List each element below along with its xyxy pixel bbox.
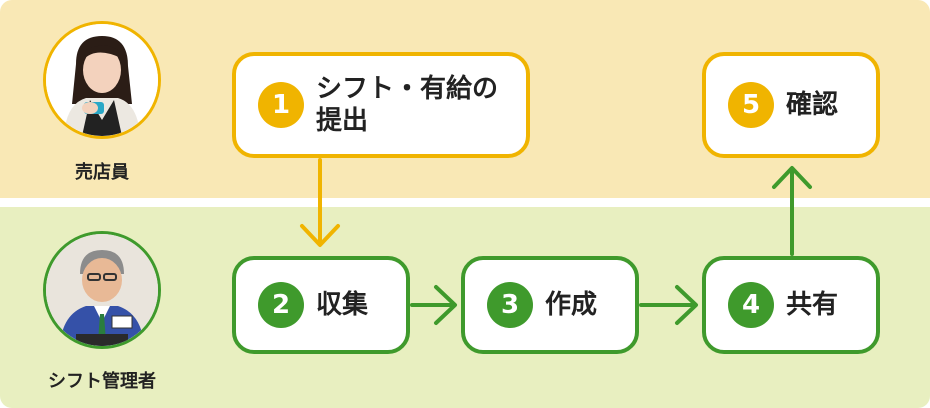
step-submit-shift-leave: 1 シフト・有給の提出 [232, 52, 530, 158]
step-label: 確認 [786, 89, 839, 120]
manager-avatar [43, 231, 161, 349]
arrow-1-to-2 [300, 158, 340, 247]
arrow-2-to-3 [410, 285, 457, 325]
step-number-badge: 1 [258, 82, 304, 128]
step-label: 作成 [545, 289, 598, 320]
step-number-badge: 3 [487, 282, 533, 328]
arrow-4-to-5 [772, 166, 812, 256]
step-label: 収集 [316, 289, 369, 320]
clerk-portrait-icon [46, 24, 158, 136]
clerk-avatar [43, 21, 161, 139]
step-number-badge: 4 [728, 282, 774, 328]
manager-portrait-icon [46, 234, 158, 346]
step-label: シフト・有給の提出 [316, 73, 499, 137]
step-share: 4 共有 [702, 256, 880, 354]
step-number-badge: 5 [728, 82, 774, 128]
step-create: 3 作成 [461, 256, 639, 354]
step-number-badge: 2 [258, 282, 304, 328]
arrow-3-to-4 [639, 285, 698, 325]
step-label: 共有 [786, 289, 839, 320]
step-collect: 2 収集 [232, 256, 410, 354]
role-label-clerk: 売店員 [75, 162, 129, 183]
role-label-shift-manager: シフト管理者 [48, 371, 156, 392]
step-confirm: 5 確認 [702, 52, 880, 158]
